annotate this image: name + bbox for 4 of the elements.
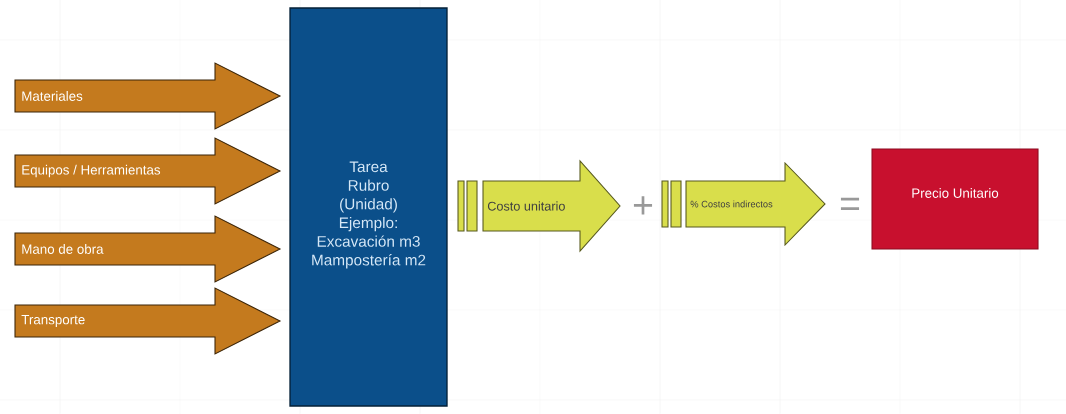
operator-sign: +	[633, 196, 653, 215]
task-box: Tarea Rubro (Unidad) Ejemplo: Excavación m3 Mampostería m2	[289, 7, 448, 407]
price-box: Precio Unitario	[871, 148, 1039, 250]
operator-sign: =	[840, 197, 860, 210]
